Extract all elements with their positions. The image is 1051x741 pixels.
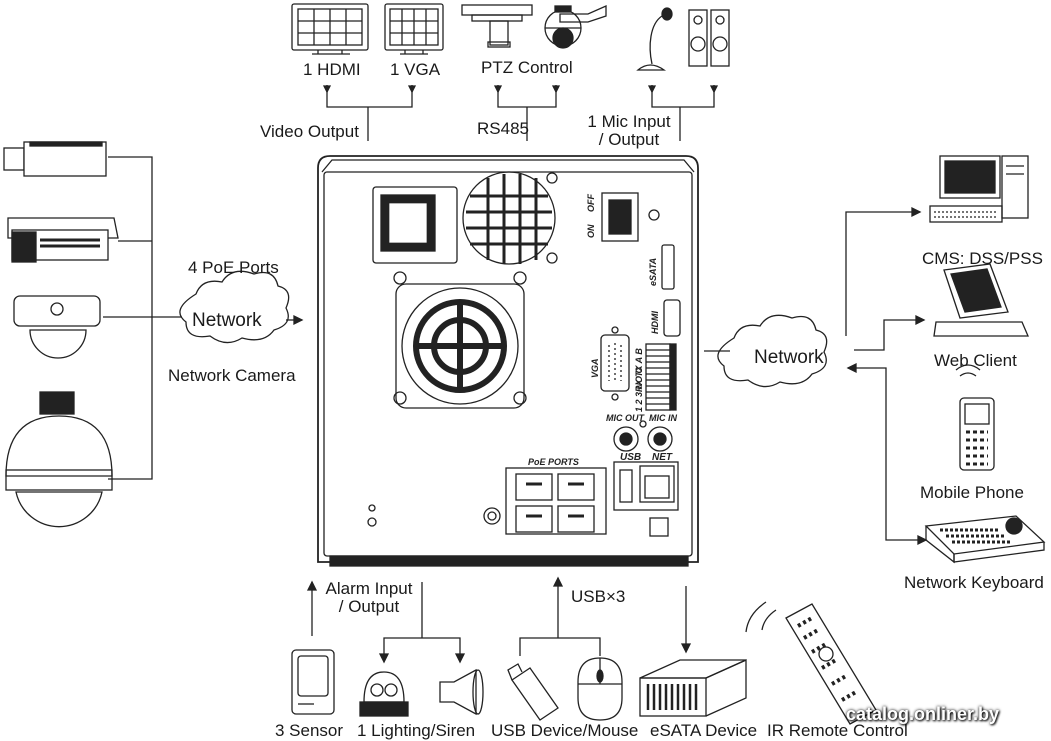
- mic-io-label: 1 Mic Input / Output: [587, 112, 671, 149]
- fan-icon: [395, 283, 525, 409]
- network-camera-label: Network Camera: [168, 366, 296, 385]
- panel-off-label: OFF: [586, 194, 596, 212]
- mic-in-jack-icon: [647, 426, 673, 452]
- large-speed-dome-icon: [5, 391, 113, 528]
- laptop-icon: [933, 263, 1029, 337]
- terminal-block-icon: [645, 343, 677, 411]
- network-right-label: Network: [754, 347, 824, 368]
- video-output-label: Video Output: [260, 122, 359, 141]
- power-switch-icon: [601, 192, 639, 242]
- alarm-io-label: Alarm Input / Output: [325, 579, 413, 616]
- network-cloud-left-icon: [179, 270, 290, 344]
- microphone-icon: [636, 7, 673, 71]
- speakers-icon: [688, 9, 730, 67]
- power-socket-icon: [372, 186, 458, 264]
- siren-light-icon: [359, 671, 409, 717]
- rs485-label: RS485: [477, 119, 529, 138]
- mic-out-jack-icon: [613, 426, 639, 452]
- poe-ports-icon: [505, 467, 607, 535]
- desktop-pc-icon: [929, 155, 1029, 223]
- bullet-camera-icon: [7, 217, 119, 263]
- network-keyboard-icon: [924, 515, 1046, 564]
- ir-remote-icon: [745, 601, 877, 725]
- panel-mic-in-label: MIC IN: [649, 413, 677, 423]
- hdmi-monitor-icon: [291, 3, 369, 55]
- vga-monitor-icon: [384, 3, 444, 55]
- panel-usb-label: USB: [620, 452, 641, 463]
- poe-ports-label: 4 PoE Ports: [188, 258, 279, 277]
- esata-device-icon: [639, 658, 747, 717]
- panel-poe-label: PoE PORTS: [528, 457, 579, 467]
- network-cloud-right-icon: [717, 314, 828, 388]
- mouse-icon: [577, 657, 623, 721]
- usb-stick-icon: [507, 663, 559, 721]
- web-client-label: Web Client: [934, 351, 1017, 370]
- watermark-text: catalog.onliner.by: [846, 704, 1000, 724]
- sensor-icon: [291, 649, 335, 715]
- mobile-phone-icon: [955, 364, 995, 471]
- usb-x3-label: USB×3: [571, 587, 626, 606]
- cms-label: CMS: DSS/PSS: [922, 249, 1043, 268]
- mobile-phone-label: Mobile Phone: [920, 483, 1024, 502]
- panel-net-label: NET: [652, 452, 673, 463]
- box-camera-icon: [3, 141, 107, 177]
- vga-label: 1 VGA: [390, 60, 441, 79]
- ptz-control-label: PTZ Control: [481, 58, 573, 77]
- panel-io-label: 1 2 3 NO C: [634, 366, 644, 412]
- vga-port-icon: [600, 326, 630, 401]
- panel-esata-label: eSATA: [648, 258, 658, 286]
- mini-dome-camera-icon: [13, 295, 101, 359]
- panel-hdmi-label: HDMI: [650, 311, 660, 334]
- panel-mic-out-label: MIC OUT: [606, 413, 645, 423]
- panel-on-label: ON: [586, 224, 596, 238]
- network-left-label: Network: [192, 310, 262, 331]
- vent-grid-icon: [462, 171, 556, 265]
- ptz-camera-icon: [461, 4, 533, 48]
- siren-horn-icon: [439, 668, 484, 716]
- ir-remote-label: IR Remote Control: [767, 721, 908, 740]
- dvr-rear-panel: [317, 155, 699, 567]
- lighting-siren-label: 1 Lighting/Siren: [357, 721, 476, 740]
- panel-rxtx-label: RX TX A B: [634, 348, 644, 392]
- usb-device-mouse-label: USB Device/Mouse: [491, 721, 639, 740]
- network-keyboard-label: Network Keyboard: [904, 573, 1044, 592]
- hdmi-label: 1 HDMI: [303, 60, 361, 79]
- panel-vga-label: VGA: [590, 358, 600, 378]
- speed-dome-camera-icon: [544, 4, 607, 49]
- sensor-label: 3 Sensor: [275, 721, 344, 740]
- esata-device-label: eSATA Device: [650, 721, 758, 740]
